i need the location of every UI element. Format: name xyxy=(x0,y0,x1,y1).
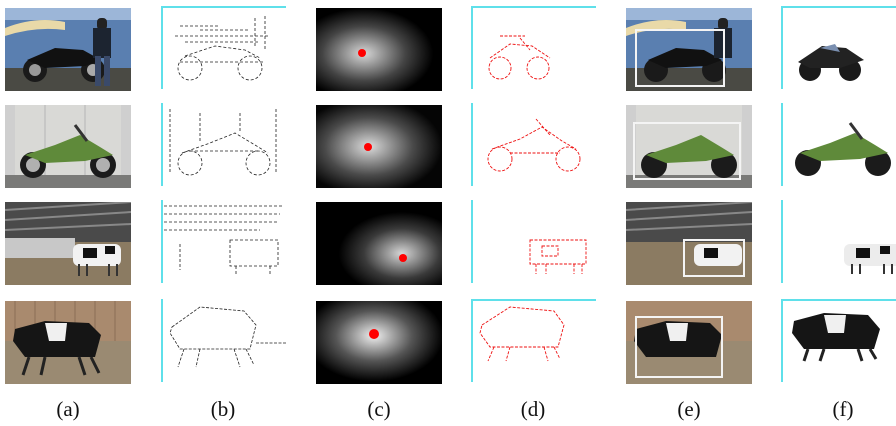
row1-bounding-box xyxy=(626,8,752,91)
row2-saliency-map xyxy=(316,105,442,188)
column-label-f: (f) xyxy=(832,397,854,421)
row2-original-image xyxy=(5,105,131,188)
row3-saliency-dot xyxy=(399,254,407,262)
row4-saliency-map xyxy=(316,301,442,384)
row2-bounding-box xyxy=(626,105,752,188)
column-label-e: (e) xyxy=(677,397,701,421)
row1-saliency-map xyxy=(316,8,442,91)
row4-saliency-dot xyxy=(369,329,379,339)
column-label-b: (b) xyxy=(210,397,236,421)
row1-original-image xyxy=(5,8,131,91)
row2-saliency-dot xyxy=(364,143,372,151)
row3-saliency-map xyxy=(316,202,442,285)
row4-object-contour xyxy=(470,299,596,382)
column-label-c: (c) xyxy=(367,397,391,421)
row1-object-contour xyxy=(470,6,596,89)
row4-bounding-box xyxy=(626,301,752,384)
row3-bounding-box xyxy=(626,202,752,285)
row2-object-contour xyxy=(470,103,596,186)
row2-edge-map xyxy=(160,103,286,186)
column-label-d: (d) xyxy=(520,397,546,421)
row1-segmented-object xyxy=(780,6,896,89)
row3-original-image xyxy=(5,202,131,285)
row3-segmented-object xyxy=(780,200,896,283)
row1-saliency-dot xyxy=(358,49,366,57)
row3-object-contour xyxy=(470,200,596,283)
row2-segmented-object xyxy=(780,103,896,186)
row4-edge-map xyxy=(160,299,286,382)
row3-edge-map xyxy=(160,200,286,283)
row4-original-image xyxy=(5,301,131,384)
column-label-a: (a) xyxy=(56,397,80,421)
row1-edge-map xyxy=(160,6,286,89)
row4-segmented-object xyxy=(780,299,896,382)
